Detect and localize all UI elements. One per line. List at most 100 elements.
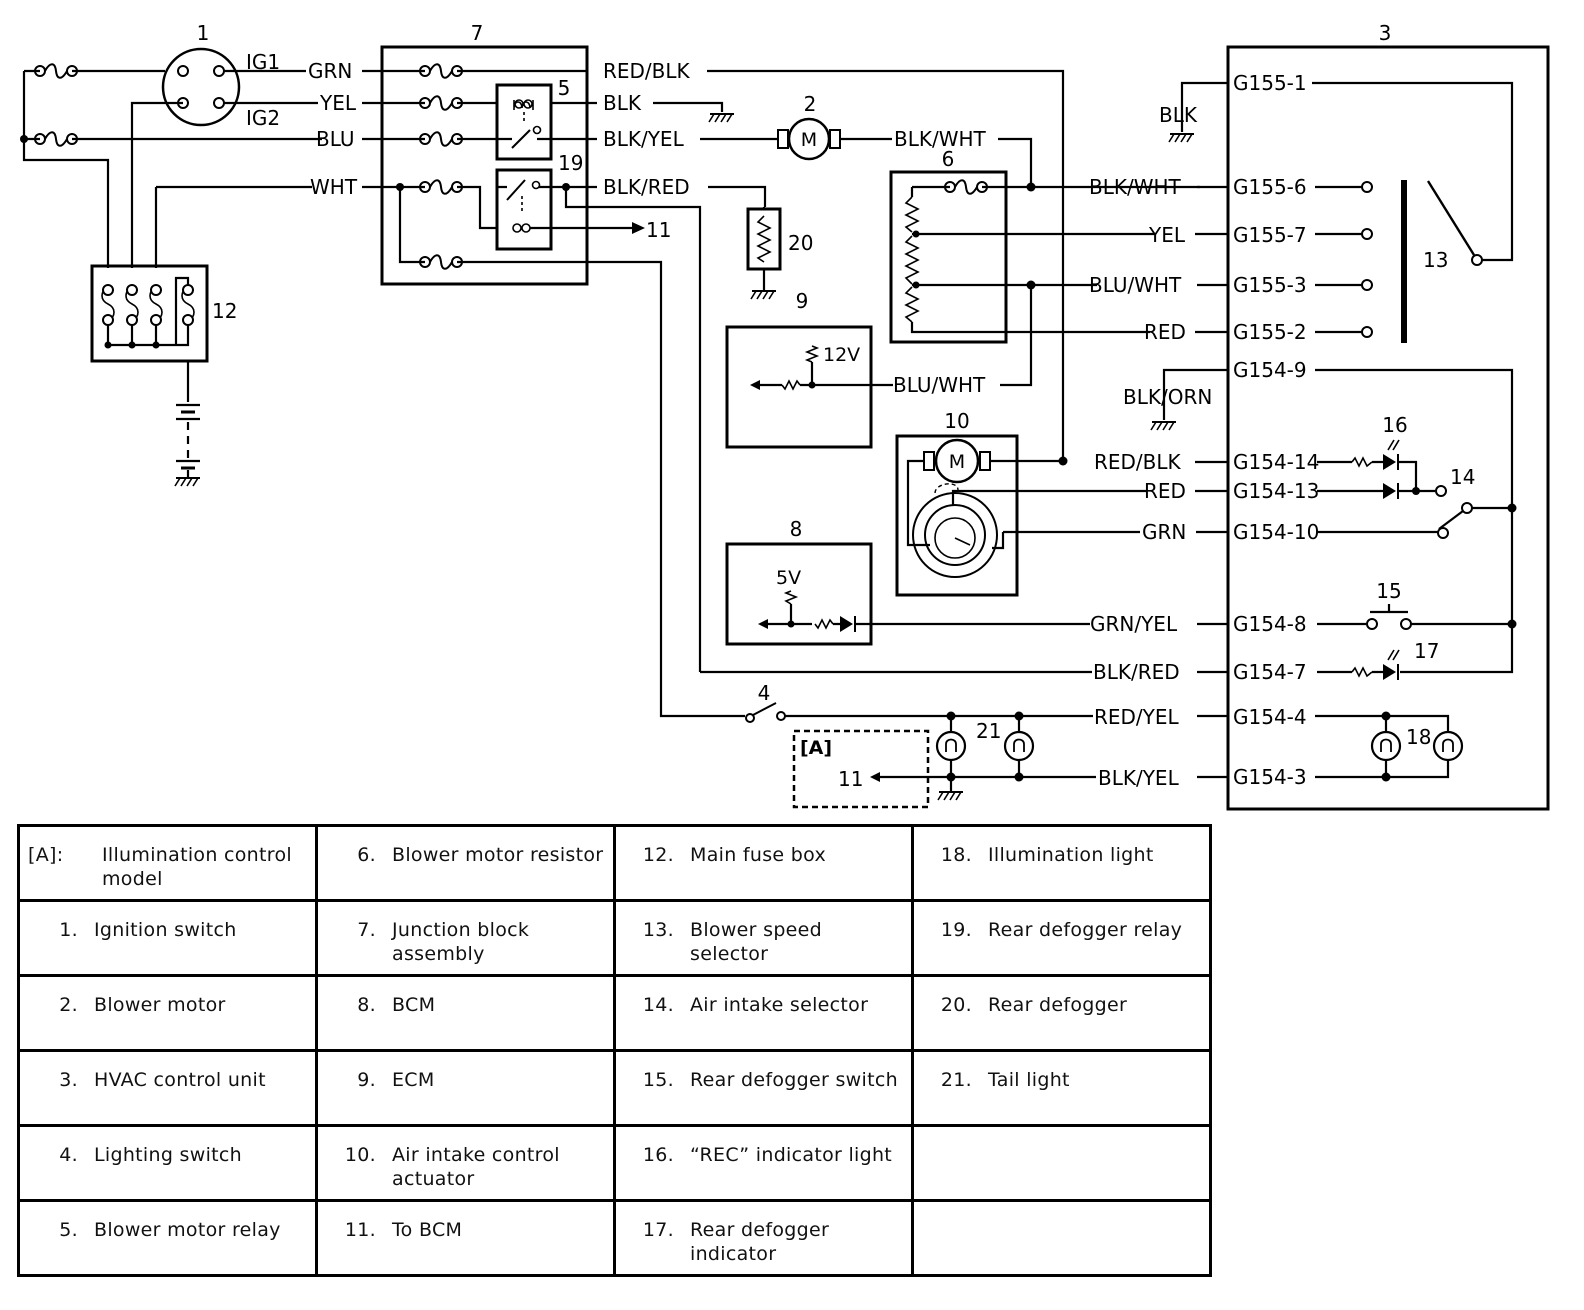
- legend-key: 17.: [642, 1219, 674, 1241]
- legend-key: 16.: [642, 1144, 674, 1166]
- tail-light-left: [935, 730, 967, 762]
- power-fuse-top: [34, 63, 78, 79]
- ig2-label: IG2: [246, 106, 280, 130]
- legend-text: Lighting switch: [94, 1144, 242, 1166]
- legend-key: 15.: [642, 1069, 674, 1091]
- legend-key: 18.: [940, 844, 972, 866]
- legend-cell: 21. Tail light: [911, 1049, 1212, 1127]
- actuator-motor-m: M: [949, 451, 965, 473]
- battery: [174, 361, 201, 487]
- legend-row: 3.HVAC control unit 9.ECM 15.Rear defogg…: [17, 1049, 1212, 1127]
- legend-text: Rear defogger indicator: [690, 1219, 830, 1265]
- legend-text: Blower motor relay: [94, 1219, 281, 1241]
- wire-label-yel-right: YEL: [1148, 223, 1186, 247]
- legend-text: Junction block assembly: [392, 919, 530, 965]
- legend-key: 1.: [59, 919, 78, 941]
- legend-cell: 17. Rear defogger indicator: [613, 1199, 914, 1277]
- legend-key: 2.: [59, 994, 78, 1016]
- legend-key: 5.: [59, 1219, 78, 1241]
- legend-row: 4.Lighting switch 10.Air intake control …: [17, 1124, 1212, 1202]
- lighting-switch: [745, 702, 786, 723]
- component-number-9: 9: [796, 289, 809, 313]
- component-number-2: 2: [804, 92, 817, 116]
- fusebox-feed-wire: [22, 139, 110, 268]
- connector-g155-2: G155-2: [1233, 320, 1307, 344]
- legend-key: 12.: [642, 844, 674, 866]
- hvac-control-unit: [1150, 45, 1550, 811]
- component-number-3: 3: [1379, 21, 1392, 45]
- wire-label-blu-wht-ecm: BLU/WHT: [893, 373, 986, 397]
- legend-key: 7.: [357, 919, 376, 941]
- wire-label-red-yel: RED/YEL: [1094, 705, 1180, 729]
- wire-label-grn-right: GRN: [1142, 520, 1186, 544]
- junction-block: [380, 45, 589, 286]
- main-fuse-box: [90, 264, 209, 363]
- legend-text: Main fuse box: [690, 844, 826, 866]
- illumination-model-tag: [A]: [800, 737, 832, 759]
- legend-text: Blower motor: [94, 994, 226, 1016]
- ecm: 12V: [725, 325, 893, 449]
- legend-key: 6.: [357, 844, 376, 866]
- blower-motor-resistor: [889, 170, 1200, 344]
- connector-g155-3: G155-3: [1233, 273, 1307, 297]
- connector-g155-1: G155-1: [1233, 71, 1307, 95]
- legend-cell: 10.Air intake control actuator: [315, 1124, 616, 1202]
- connector-g155-7: G155-7: [1233, 223, 1307, 247]
- legend-row: 5.Blower motor relay 11.To BCM 17.Rear d…: [17, 1199, 1212, 1277]
- legend-cell: [911, 1124, 1212, 1202]
- blower-motor-relay: [495, 83, 597, 161]
- component-number-12: 12: [212, 299, 237, 323]
- legend-cell: 6. Blower motor resistor: [315, 824, 616, 902]
- wire-label-blk-red: BLK/RED: [1093, 660, 1180, 684]
- wire-label-red: RED: [1144, 479, 1186, 503]
- wire-label-grn-yel: GRN/YEL: [1090, 612, 1178, 636]
- legend-text: HVAC control unit: [94, 1069, 266, 1091]
- legend-text: Rear defogger: [988, 994, 1128, 1016]
- component-number-11-relay: 11: [646, 218, 671, 242]
- ignition-wires: [130, 69, 318, 268]
- legend-key: 3.: [59, 1069, 78, 1091]
- legend-key: 19.: [940, 919, 972, 941]
- legend-key: 13.: [642, 919, 674, 941]
- legend-cell: 2. Blower motor: [17, 974, 318, 1052]
- connector-g154-7: G154-7: [1233, 660, 1307, 684]
- legend-cell: 1. Ignition switch: [17, 899, 318, 977]
- air-intake-actuator: M: [895, 434, 1063, 597]
- connector-g154-13: G154-13: [1233, 479, 1319, 503]
- wire-label-blu: BLU: [316, 127, 355, 151]
- component-number-17: 17: [1414, 639, 1439, 663]
- legend-cell: [911, 1199, 1212, 1277]
- legend-key: 11.: [344, 1219, 376, 1241]
- legend-key: 21.: [940, 1069, 972, 1091]
- component-number-14: 14: [1450, 465, 1475, 489]
- legend-cell: 18.Illumination light: [911, 824, 1212, 902]
- wire-label-yel: YEL: [319, 91, 357, 115]
- component-number-8: 8: [790, 517, 803, 541]
- legend-text: Rear defogger relay: [988, 919, 1183, 941]
- bcm-voltage: 5V: [776, 567, 801, 589]
- connector-g154-14: G154-14: [1233, 450, 1319, 474]
- power-input-wires: [22, 69, 322, 141]
- ecm-voltage: 12V: [823, 344, 860, 366]
- legend-cell: 3. HVAC control unit: [17, 1049, 318, 1127]
- legend-text: Illumination control model: [102, 844, 292, 890]
- wire-label-red-top: RED: [1144, 320, 1186, 344]
- blower-motor: M: [777, 117, 841, 161]
- legend-cell: 5. Blower motor relay: [17, 1199, 318, 1277]
- legend-key: 20.: [940, 994, 972, 1016]
- wire-label-red-blk-top: RED/BLK: [603, 59, 691, 83]
- legend-key: 14.: [642, 994, 674, 1016]
- legend-text: Tail light: [988, 1069, 1070, 1091]
- legend-text: Blower motor resistor: [392, 844, 604, 866]
- component-number-1: 1: [197, 21, 210, 45]
- connector-g155-6: G155-6: [1233, 175, 1307, 199]
- component-number-10: 10: [944, 409, 969, 433]
- component-number-18: 18: [1406, 725, 1431, 749]
- legend-cell: 13.Blower speed selector: [613, 899, 914, 977]
- component-number-4: 4: [758, 681, 771, 705]
- wire-label-red-blk: RED/BLK: [1094, 450, 1182, 474]
- legend-cell: 14.Air intake selector: [613, 974, 914, 1052]
- legend-text: ECM: [392, 1069, 435, 1091]
- legend-text: Ignition switch: [94, 919, 237, 941]
- wire-label-blk-orn: BLK/ORN: [1123, 385, 1212, 409]
